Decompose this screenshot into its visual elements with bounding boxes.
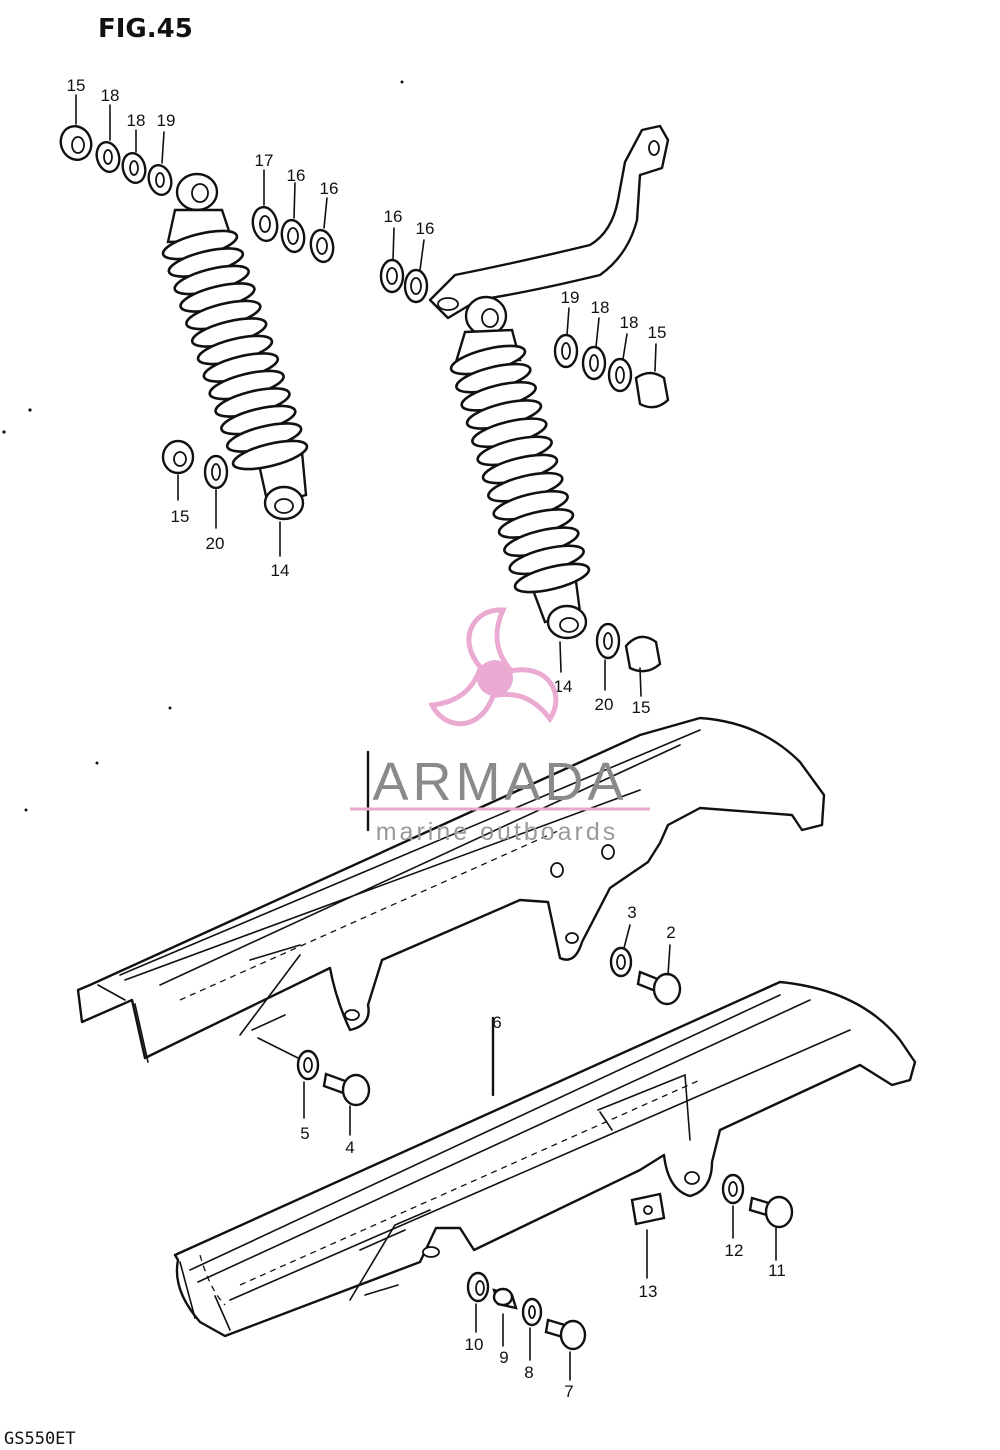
armada-watermark: ARMADA marine outboards	[350, 607, 650, 846]
upper-case-bolt-4	[322, 1072, 371, 1107]
propeller-blade	[466, 607, 515, 671]
callout-16: 16	[287, 166, 306, 185]
shock-mount-bracket	[428, 124, 670, 320]
callout-15: 15	[67, 76, 86, 95]
right-washer-18b	[607, 357, 633, 393]
spring-coil	[513, 562, 591, 594]
callout-10: 10	[465, 1335, 484, 1354]
lower-case-bolt-11	[748, 1195, 794, 1229]
upper-case-washer-3	[609, 946, 633, 978]
callout-7: 7	[564, 1382, 573, 1401]
right-washer-18a	[581, 345, 607, 381]
propeller-icon	[428, 607, 559, 727]
callout-14: 14	[554, 677, 573, 696]
lower-chain-case: 6 12 11 13 10 9 8 7	[173, 980, 917, 1401]
left-washer-18b	[121, 152, 147, 184]
left-lower-nut	[161, 439, 195, 475]
lower-case-spacer-9	[492, 1287, 518, 1310]
right-spacer-16a	[379, 258, 405, 294]
right-washer-19	[553, 333, 579, 369]
callout-8: 8	[524, 1363, 533, 1382]
callout-11: 11	[768, 1261, 786, 1280]
left-lower-washer-20	[203, 454, 229, 490]
callout-15: 15	[171, 507, 190, 526]
propeller-blade	[428, 665, 497, 727]
propeller-hub	[477, 660, 513, 696]
spring-coil	[231, 439, 309, 471]
callout-9: 9	[499, 1348, 508, 1367]
left-shock-assembly: 15 18 18 19 17 16 16 15 20 14	[59, 76, 339, 580]
callout-15: 15	[632, 698, 651, 717]
callout-18: 18	[127, 111, 146, 130]
callout-6: 6	[492, 1013, 501, 1032]
callout-15: 15	[648, 323, 667, 342]
callout-13: 13	[639, 1282, 658, 1301]
callout-16: 16	[416, 219, 435, 238]
upper-case-bolt-2	[636, 970, 682, 1006]
callout-3: 3	[627, 903, 636, 922]
left-washer-17	[251, 205, 279, 243]
lower-case-cushion-10	[466, 1271, 490, 1303]
right-shock-body	[449, 295, 591, 640]
callout-5: 5	[300, 1124, 309, 1143]
callout-2: 2	[666, 923, 675, 942]
callout-14: 14	[271, 561, 290, 580]
lower-case-bolt-7	[544, 1318, 587, 1351]
callout-18: 18	[591, 298, 610, 317]
callout-20: 20	[595, 695, 614, 714]
watermark-name: ARMADA	[372, 752, 627, 812]
left-shock-body	[161, 172, 309, 521]
lower-case-plate-13	[630, 1192, 666, 1226]
left-spacer-16a	[280, 218, 306, 254]
left-spacer-16b	[309, 228, 335, 264]
lower-case-washer-12	[721, 1173, 745, 1205]
right-shock-assembly: 16 16 19 18 18 15 14 20 15	[379, 124, 670, 717]
right-lower-nut	[624, 635, 662, 673]
callout-18: 18	[620, 313, 639, 332]
model-code: GS550ET	[4, 1429, 76, 1449]
callout-17: 17	[255, 151, 274, 170]
callout-12: 12	[725, 1241, 744, 1260]
left-washer-18a	[95, 141, 121, 173]
callout-16: 16	[384, 207, 403, 226]
scan-specks	[2, 80, 404, 812]
callout-19: 19	[561, 288, 580, 307]
left-top-nut	[59, 125, 93, 161]
left-washer-19	[147, 164, 173, 196]
callout-20: 20	[206, 534, 225, 553]
callout-18: 18	[101, 86, 120, 105]
upper-chain-case: 3 2 5 4	[76, 716, 826, 1157]
upper-case-washer-5	[296, 1049, 320, 1081]
figure-title: FIG.45	[98, 14, 193, 44]
watermark-tagline: marine outboards	[376, 818, 619, 846]
callout-19: 19	[157, 111, 176, 130]
right-top-nut	[634, 371, 670, 409]
callout-16: 16	[320, 179, 339, 198]
right-spacer-16b	[403, 268, 429, 304]
propeller-blade	[491, 667, 559, 724]
lower-case-washer-8	[521, 1297, 543, 1327]
callout-4: 4	[345, 1138, 354, 1157]
right-lower-washer-20	[595, 622, 621, 660]
